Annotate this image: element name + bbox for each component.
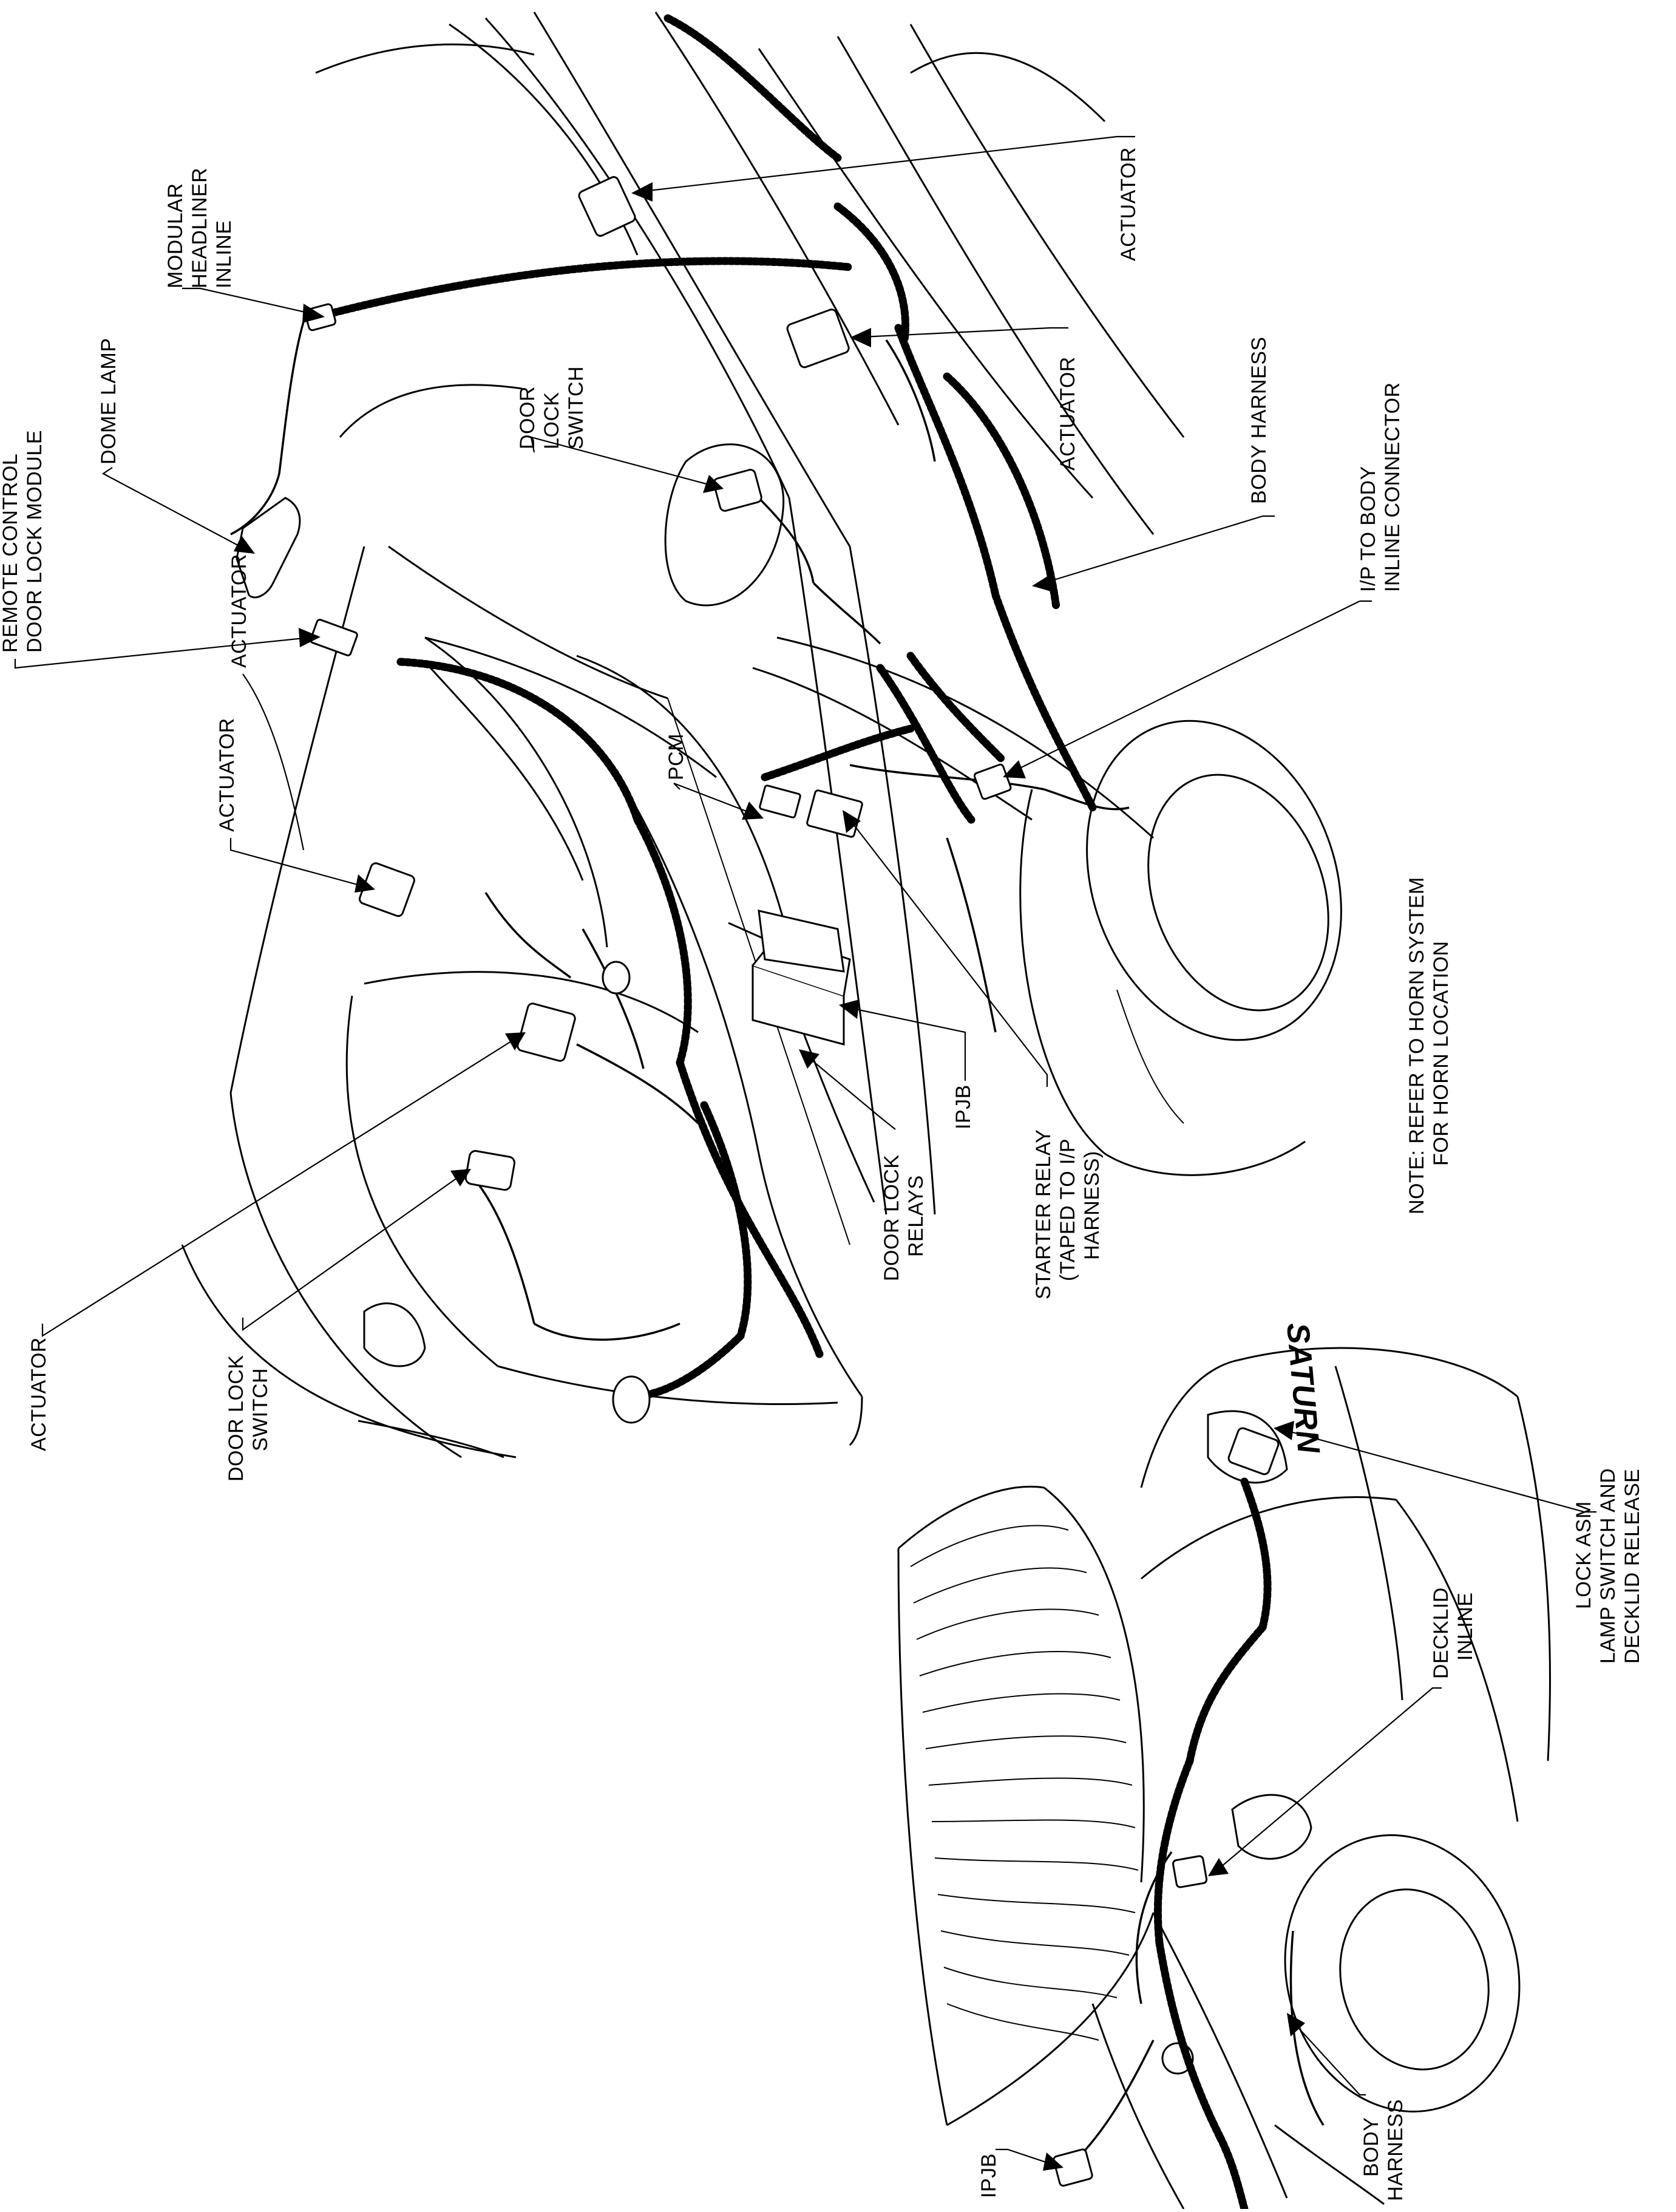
decklid-inline-icon — [1172, 1855, 1208, 1888]
label-starter-relay-1: STARTER RELAY — [1032, 1129, 1055, 1299]
label-lock-asm-3: DECKLID RELEASE — [1621, 1469, 1644, 1664]
label-modular-headliner-3: INLINE — [212, 220, 236, 288]
grommet-mid-icon — [602, 961, 631, 995]
grommet-lower-icon — [612, 1375, 651, 1424]
label-note-2: FOR HORN LOCATION — [1430, 941, 1453, 1166]
actuator-left-front-icon — [517, 1002, 576, 1062]
main-labels: ACTUATOR MODULAR HEADLINER INLINE ACTUAT… — [0, 147, 1453, 1482]
label-note-1: NOTE: REFER TO HORN SYSTEM — [1405, 877, 1428, 1214]
main-vehicle-view: ACTUATOR MODULAR HEADLINER INLINE ACTUAT… — [0, 12, 1453, 1482]
label-ip-body-inline-1: I/P TO BODY — [1357, 466, 1380, 592]
label-door-lock-switch-front-2: LOCK — [540, 392, 563, 449]
wiring-harness-runs — [317, 14, 1097, 1401]
label-door-lock-switch-front-1: DOOR — [516, 386, 539, 449]
label-pcm: PCM — [665, 733, 688, 780]
pcm-icon — [759, 784, 801, 818]
defrost-grid — [910, 1525, 1139, 2041]
label-ipjb: IPJB — [952, 1084, 975, 1129]
lock-asm-icon — [1227, 1427, 1280, 1475]
ipjb-inset-icon — [1053, 2148, 1093, 2187]
label-lock-asm-2: LAMP SWITCH AND — [1596, 1468, 1620, 1664]
label-actuator-left-front: ACTUATOR — [27, 1337, 50, 1451]
rcdlm-connector-icon — [310, 619, 358, 656]
label-ipjb-inset: IPJB — [977, 2153, 1000, 2198]
label-starter-relay-2: (TAPED TO I/P — [1056, 1138, 1079, 1281]
label-body-harness: BODY HARNESS — [1247, 336, 1271, 504]
ipjb-block-icon — [751, 964, 845, 1046]
label-modular-headliner-1: MODULAR — [164, 183, 187, 288]
vehicle-body-outline — [181, 12, 1342, 1458]
rear-labels: LOCK ASM LAMP SWITCH AND DECKLID RELEASE… — [977, 1468, 1644, 2201]
label-starter-relay-3: HARNESS) — [1081, 1151, 1104, 1260]
label-rcdlm-2: DOOR LOCK MODULE — [23, 430, 46, 653]
actuator-front-right-icon — [578, 176, 636, 237]
door-lock-relays-icon — [758, 910, 845, 973]
label-dome-lamp: DOME LAMP — [97, 338, 120, 465]
label-door-lock-relays-1: DOOR LOCK — [880, 1154, 903, 1281]
rear-components — [1053, 1427, 1280, 2187]
label-actuator-front-right: ACTUATOR — [1117, 147, 1140, 261]
label-modular-headliner-2: HEADLINER — [188, 168, 211, 288]
starter-relay-icon — [806, 789, 863, 838]
rear-harness — [1073, 1477, 1325, 2212]
ip-body-connector-icon — [973, 763, 1012, 800]
label-actuator-left-mid: ACTUATOR — [215, 718, 239, 832]
label-actuator-left-rear: ACTUATOR — [228, 554, 251, 668]
rear-body-outline: SATURN — [897, 1321, 1551, 2210]
door-lock-switch-left-icon — [464, 1150, 516, 1191]
label-rcdlm-1: REMOTE CONTROL — [0, 454, 22, 653]
leader-lines-main — [14, 135, 1372, 1337]
label-door-lock-switch-front-3: SWITCH — [565, 366, 588, 449]
thin-wires — [230, 321, 1130, 1341]
label-body-harness-inset-1: BODY — [1360, 2117, 1383, 2177]
label-door-lock-switch-left-1: DOOR LOCK — [225, 1355, 248, 1482]
components — [236, 176, 1012, 1424]
label-door-lock-switch-left-2: SWITCH — [249, 1368, 272, 1451]
rear-inset-view: SATURN — [897, 1321, 1644, 2212]
label-ip-body-inline-2: INLINE CONNECTOR — [1381, 382, 1404, 592]
door-lock-switch-front-icon — [713, 469, 762, 512]
label-actuator-right-rear: ACTUATOR — [1056, 356, 1079, 471]
label-body-harness-inset-2: HARNESS — [1384, 2099, 1407, 2201]
label-lock-asm-1: LOCK ASM — [1572, 1501, 1595, 1609]
leader-lines-rear — [996, 1421, 1596, 2171]
dome-lamp-icon — [236, 497, 301, 599]
actuator-right-rear-icon — [786, 308, 850, 369]
label-door-lock-relays-2: RELAYS — [904, 1175, 928, 1257]
label-decklid-inline-1: DECKLID — [1430, 1587, 1453, 1679]
label-decklid-inline-2: INLINE — [1454, 1592, 1477, 1661]
